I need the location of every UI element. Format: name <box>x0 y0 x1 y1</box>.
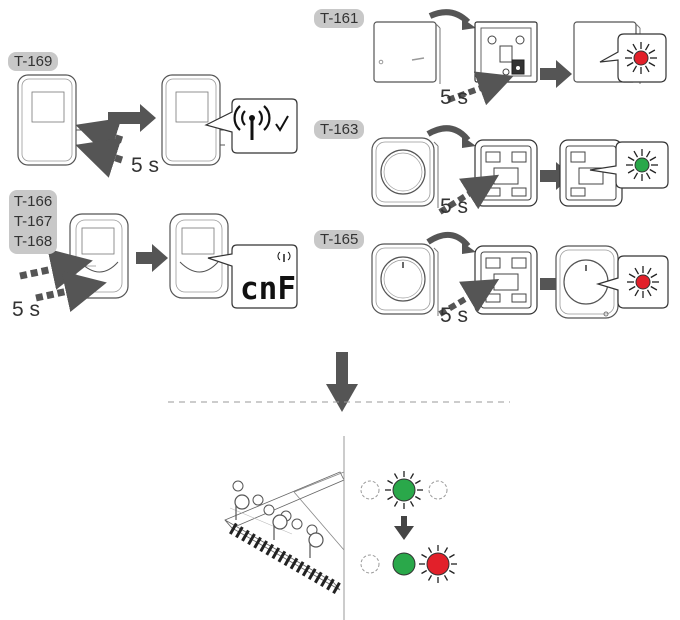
curved-arrow-t163 <box>426 125 476 148</box>
step-arrow-t169 <box>108 104 156 132</box>
t166-thermostat-result <box>169 213 229 299</box>
t161-base-plate <box>474 21 538 83</box>
callout-t161 <box>599 33 667 83</box>
t163-thermostat <box>371 137 439 208</box>
seconds-label-t166: 5 s <box>12 298 41 321</box>
label-t166: T-166 <box>13 193 53 210</box>
down-arrow-small <box>394 516 414 540</box>
t161-thermostat <box>373 21 441 84</box>
display-text: cnF <box>240 271 296 307</box>
press-arrows-t169 <box>75 117 124 178</box>
curved-arrow-t161 <box>428 9 476 30</box>
seconds-label-t165: 5 s <box>440 304 469 327</box>
label-t169: T-169 <box>8 52 59 71</box>
led-green-t163 <box>626 149 658 181</box>
t165-thermostat <box>371 243 439 316</box>
step-arrow-t166 <box>136 244 168 272</box>
seconds-label-t163: 5 s <box>440 195 469 218</box>
seconds-label-t169: 5 s <box>131 154 160 177</box>
seconds-label-t161: 5 s <box>440 86 469 109</box>
antenna-icon <box>233 105 271 140</box>
label-t165: T-165 <box>314 230 365 249</box>
label-t167: T-167 <box>13 213 53 230</box>
t169-thermostat <box>17 74 81 166</box>
step-arrow-t161 <box>540 60 572 88</box>
curved-arrow-t165 <box>426 232 476 254</box>
t163-base-plate <box>474 139 538 207</box>
checkmark-icon <box>275 115 289 132</box>
label-t166-168: T-166 T-167 T-168 <box>9 190 57 254</box>
label-t161: T-161 <box>314 9 365 28</box>
led-green-zoom-top <box>385 471 423 509</box>
led-row-top <box>360 478 448 502</box>
label-t168: T-168 <box>13 233 53 250</box>
zoom-wedge <box>293 471 345 551</box>
led-row-bottom <box>360 552 450 576</box>
press-arrows-t166 <box>19 248 107 312</box>
led-red-t165 <box>627 266 659 298</box>
down-arrow <box>326 352 358 412</box>
label-t163: T-163 <box>314 120 365 139</box>
controller-buttons <box>234 494 324 558</box>
t165-base-plate <box>474 245 538 315</box>
wireless-icon <box>277 251 291 262</box>
controller-board <box>224 471 345 596</box>
led-red-t161 <box>625 42 657 74</box>
led-red-zoom-bottom <box>419 545 457 583</box>
callout-t166 <box>207 244 298 309</box>
